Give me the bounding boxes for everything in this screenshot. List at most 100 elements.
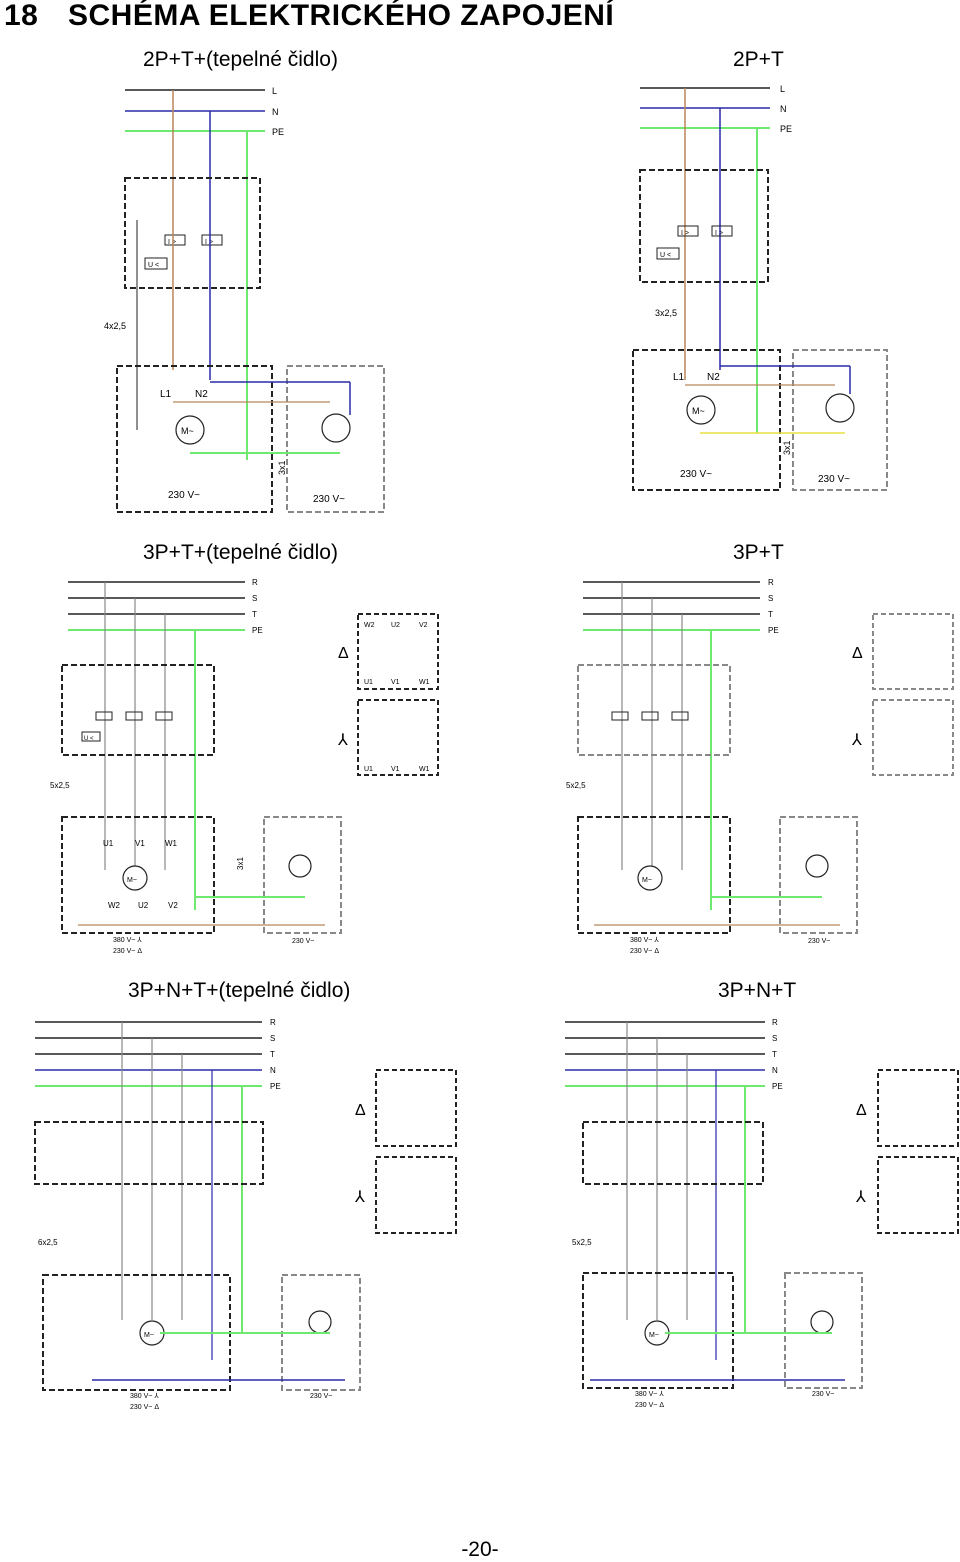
voltage-10: 230 V~ bbox=[808, 938, 830, 945]
label-L-2: L bbox=[780, 84, 785, 94]
page-number: -20- bbox=[461, 1538, 499, 1561]
uv-2: U < bbox=[660, 252, 671, 259]
label-V1: V1 bbox=[135, 839, 145, 848]
label-S-4: S bbox=[768, 594, 773, 603]
cable-3x1-2: 3x1 bbox=[782, 440, 792, 455]
uv-1: U < bbox=[148, 262, 159, 269]
tb1-U1: U1 bbox=[364, 679, 373, 686]
voltage-8: 380 V~ ⅄ bbox=[630, 936, 659, 944]
tb1-V2: V2 bbox=[419, 622, 428, 629]
label-PE-5: PE bbox=[270, 1082, 281, 1091]
voltage-9: 230 V~ Δ bbox=[630, 948, 659, 955]
label-W1: W1 bbox=[165, 839, 178, 848]
label-U1: U1 bbox=[103, 839, 114, 848]
voltage-5: 380 V~ ⅄ bbox=[113, 936, 142, 944]
voltage-2: 230 V~ bbox=[313, 494, 345, 505]
tb1-W1: W1 bbox=[419, 679, 430, 686]
motor-label-5: M~ bbox=[144, 1332, 154, 1339]
delta-symbol-2: Δ bbox=[852, 645, 863, 662]
uv-3: U < bbox=[84, 736, 94, 742]
label-U2: U2 bbox=[138, 901, 149, 910]
label-W2: W2 bbox=[108, 901, 121, 910]
voltage-1: 230 V~ bbox=[168, 490, 200, 501]
label-N2: N2 bbox=[195, 389, 208, 400]
cable-label: 4x2,5 bbox=[104, 321, 126, 331]
ovl-3: I > bbox=[681, 230, 689, 237]
star-symbol-2: ⅄ bbox=[851, 732, 862, 749]
ovl-2: I > bbox=[205, 239, 213, 246]
label-N-5: N bbox=[270, 1066, 276, 1075]
cable-label-6: 5x2,5 bbox=[572, 1238, 592, 1247]
voltage-3: 230 V~ bbox=[680, 469, 712, 480]
diagram-3p: R S T PE 5x2,5 M~ 380 V~ ⅄ 230 V~ Δ 230 … bbox=[566, 578, 954, 955]
label-V2: V2 bbox=[168, 901, 178, 910]
cable-label-5: 6x2,5 bbox=[38, 1238, 58, 1247]
label-PE-4: PE bbox=[768, 626, 779, 635]
breaker-box bbox=[124, 177, 261, 289]
motor-label-2: M~ bbox=[692, 406, 705, 416]
thermostat-icon bbox=[321, 413, 351, 443]
label-N2-2: N2 bbox=[707, 372, 720, 383]
label-N-2: N bbox=[780, 104, 787, 114]
motor-label-4: M~ bbox=[642, 877, 652, 884]
diagram-2p-thermal: L N PE I > I > U < 4x2,5 L1 N2 M~ 230 V~… bbox=[104, 86, 385, 513]
diagram-3p-thermal: R S T PE U < 5x2,5 U1 V1 W1 M~ W2 U2 V2 … bbox=[50, 578, 439, 955]
motor-label-3: M~ bbox=[127, 877, 137, 884]
title-3p: 3P+T bbox=[733, 541, 784, 564]
star-symbol: ⅄ bbox=[337, 732, 348, 749]
cable-label-3: 5x2,5 bbox=[50, 781, 70, 790]
label-N-6: N bbox=[772, 1066, 778, 1075]
voltage-14: 380 V~ ⅄ bbox=[635, 1390, 664, 1398]
label-T-5: T bbox=[270, 1050, 275, 1059]
label-R-4: R bbox=[768, 578, 774, 587]
tb2-W1: W1 bbox=[419, 766, 430, 773]
star-symbol-3: ⅄ bbox=[354, 1189, 365, 1206]
label-S-6: S bbox=[772, 1034, 777, 1043]
cable-label-2: 3x2,5 bbox=[655, 308, 677, 318]
voltage-12: 230 V~ Δ bbox=[130, 1404, 159, 1411]
cable-label-4: 5x2,5 bbox=[566, 781, 586, 790]
label-PE-3: PE bbox=[252, 626, 263, 635]
title-3p-thermal: 3P+T+(tepelné čidlo) bbox=[143, 541, 338, 564]
tb1-V1: V1 bbox=[391, 679, 400, 686]
label-S: S bbox=[252, 594, 257, 603]
voltage-16: 230 V~ bbox=[812, 1391, 834, 1398]
label-L: L bbox=[272, 86, 277, 96]
title-3pn: 3P+N+T bbox=[718, 979, 797, 1002]
star-symbol-4: ⅄ bbox=[855, 1189, 866, 1206]
voltage-4: 230 V~ bbox=[818, 474, 850, 485]
label-T: T bbox=[252, 610, 257, 619]
delta-symbol-3: Δ bbox=[355, 1102, 366, 1119]
voltage-7: 230 V~ bbox=[292, 938, 314, 945]
label-PE-2: PE bbox=[780, 124, 792, 134]
voltage-15: 230 V~ Δ bbox=[635, 1402, 664, 1409]
motor-box bbox=[116, 365, 273, 513]
tb2-V1: V1 bbox=[391, 766, 400, 773]
section-number: 18 bbox=[4, 0, 39, 32]
title-3pn-thermal: 3P+N+T+(tepelné čidlo) bbox=[128, 979, 351, 1002]
label-PE-6: PE bbox=[772, 1082, 783, 1091]
label-T-6: T bbox=[772, 1050, 777, 1059]
cable-3x1-3: 3x1 bbox=[236, 857, 245, 870]
title-2p-thermal: 2P+T+(tepelné čidlo) bbox=[143, 48, 338, 71]
label-R-5: R bbox=[270, 1018, 276, 1027]
label-T-4: T bbox=[768, 610, 773, 619]
voltage-13: 230 V~ bbox=[310, 1393, 332, 1400]
cable-3x1: 3x1 bbox=[277, 460, 287, 475]
tb1-U2: U2 bbox=[391, 622, 400, 629]
tb2-U1: U1 bbox=[364, 766, 373, 773]
motor-label: M~ bbox=[181, 426, 194, 436]
title-2p: 2P+T bbox=[733, 48, 784, 71]
label-R: R bbox=[252, 578, 258, 587]
voltage-11: 380 V~ ⅄ bbox=[130, 1392, 159, 1400]
label-L1-2: L1 bbox=[673, 372, 685, 383]
voltage-6: 230 V~ Δ bbox=[113, 948, 142, 955]
motor-icon bbox=[175, 415, 205, 445]
label-R-6: R bbox=[772, 1018, 778, 1027]
label-PE: PE bbox=[272, 127, 284, 137]
delta-symbol-4: Δ bbox=[856, 1102, 867, 1119]
diagram-3pn: R S T N PE 5x2,5 M~ 380 V~ ⅄ 230 V~ Δ 23… bbox=[565, 1018, 959, 1409]
ovl-4: I > bbox=[715, 230, 723, 237]
thermostat-box bbox=[286, 365, 385, 513]
